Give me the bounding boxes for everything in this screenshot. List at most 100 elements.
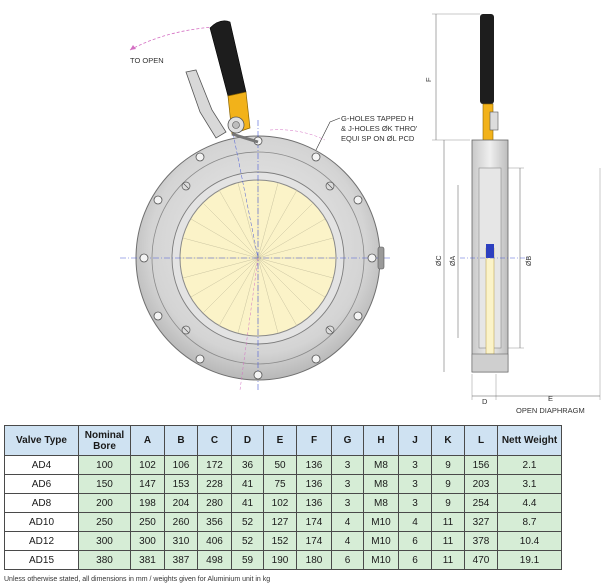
cell-k: 11: [431, 531, 465, 551]
cell-nett-weight: 4.4: [497, 493, 562, 513]
dim-d-label: D: [482, 397, 488, 406]
cell-d: 59: [231, 550, 264, 570]
cell-h: M8: [363, 455, 399, 475]
to-open-label: TO OPEN: [130, 56, 164, 65]
cell-b: 204: [164, 493, 198, 513]
cell-j: 6: [398, 531, 432, 551]
cell-nominal-bore: 100: [78, 455, 131, 475]
handle-tab: [231, 132, 259, 144]
cell-h: M8: [363, 474, 399, 494]
operating-handle: [209, 20, 251, 135]
cell-a: 102: [130, 455, 165, 475]
cell-f: 136: [296, 493, 332, 513]
cell-k: 9: [431, 455, 465, 475]
cell-b: 387: [164, 550, 198, 570]
cell-a: 147: [130, 474, 165, 494]
col-header-f: F: [296, 425, 332, 456]
cell-a: 381: [130, 550, 165, 570]
dim-e-label: E: [548, 394, 553, 403]
cell-k: 9: [431, 474, 465, 494]
col-header-e: E: [263, 425, 297, 456]
cell-l: 254: [464, 493, 498, 513]
cell-f: 174: [296, 531, 332, 551]
cell-l: 378: [464, 531, 498, 551]
side-handle-boss: [489, 111, 499, 131]
open-diaphragm-label: OPEN DIAPHRAGM: [516, 406, 585, 415]
dim-b-label: ØB: [526, 256, 533, 266]
cell-nett-weight: 3.1: [497, 474, 562, 494]
cell-l: 327: [464, 512, 498, 532]
cell-f: 180: [296, 550, 332, 570]
handle-centerline: [231, 127, 259, 259]
cell-l: 470: [464, 550, 498, 570]
cell-e: 190: [263, 550, 297, 570]
cell-nominal-bore: 300: [78, 531, 131, 551]
cell-k: 9: [431, 493, 465, 513]
cell-h: M10: [363, 550, 399, 570]
cell-b: 310: [164, 531, 198, 551]
cell-g: 3: [331, 455, 364, 475]
cell-nett-weight: 8.7: [497, 512, 562, 532]
cell-e: 75: [263, 474, 297, 494]
holes-leader: [315, 117, 341, 151]
cell-b: 260: [164, 512, 198, 532]
cell-e: 102: [263, 493, 297, 513]
col-header-valve-type: Valve Type: [4, 425, 79, 456]
cell-j: 6: [398, 550, 432, 570]
cell-d: 36: [231, 455, 264, 475]
cell-nominal-bore: 200: [78, 493, 131, 513]
pcd-leader: [239, 257, 259, 391]
cell-a: 250: [130, 512, 165, 532]
cell-j: 4: [398, 512, 432, 532]
col-header-h: H: [363, 425, 399, 456]
footnote: Unless otherwise stated, all dimensions …: [4, 576, 271, 583]
cell-valve-type: AD6: [4, 474, 79, 494]
side-view: F ØC ØA ØB D E OPEN DIAPHRAGM: [424, 13, 601, 415]
cell-f: 136: [296, 474, 332, 494]
holes-note-line-1: G-HOLES TAPPED H: [341, 114, 414, 123]
side-knob: [377, 246, 385, 270]
dim-c-label: ØC: [436, 256, 443, 267]
col-header-c: C: [197, 425, 232, 456]
cell-f: 136: [296, 455, 332, 475]
dim-f-label: F: [424, 77, 433, 82]
cell-j: 3: [398, 474, 432, 494]
side-blue-pin: [486, 244, 494, 258]
col-header-nett-weight: Nett Weight: [497, 425, 562, 456]
table-header-row: Valve Type Nominal Bore A B C D E F G H …: [4, 425, 562, 456]
col-header-nominal-bore: Nominal Bore: [78, 425, 131, 456]
holes-note-line-3: EQUI SP ON ØL PCD: [341, 134, 415, 143]
col-header-b: B: [164, 425, 198, 456]
cell-h: M10: [363, 512, 399, 532]
cell-valve-type: AD8: [4, 493, 79, 513]
front-view: TO OPEN: [120, 20, 418, 392]
cell-g: 6: [331, 550, 364, 570]
cell-c: 172: [197, 455, 232, 475]
cell-d: 52: [231, 512, 264, 532]
col-header-l: L: [464, 425, 498, 456]
cell-j: 3: [398, 493, 432, 513]
col-header-j: J: [398, 425, 432, 456]
cell-b: 106: [164, 455, 198, 475]
cell-nett-weight: 19.1: [497, 550, 562, 570]
cell-valve-type: AD10: [4, 512, 79, 532]
cell-valve-type: AD4: [4, 455, 79, 475]
col-header-d: D: [231, 425, 264, 456]
cell-a: 198: [130, 493, 165, 513]
cell-l: 203: [464, 474, 498, 494]
cell-c: 406: [197, 531, 232, 551]
holes-note-line-2: & J-HOLES ØK THRO': [341, 124, 418, 133]
ring-screws: [181, 181, 335, 335]
cell-c: 280: [197, 493, 232, 513]
open-arrow-head: [130, 45, 136, 50]
cell-e: 127: [263, 512, 297, 532]
cell-k: 11: [431, 550, 465, 570]
cell-e: 152: [263, 531, 297, 551]
cell-b: 153: [164, 474, 198, 494]
cell-h: M10: [363, 531, 399, 551]
